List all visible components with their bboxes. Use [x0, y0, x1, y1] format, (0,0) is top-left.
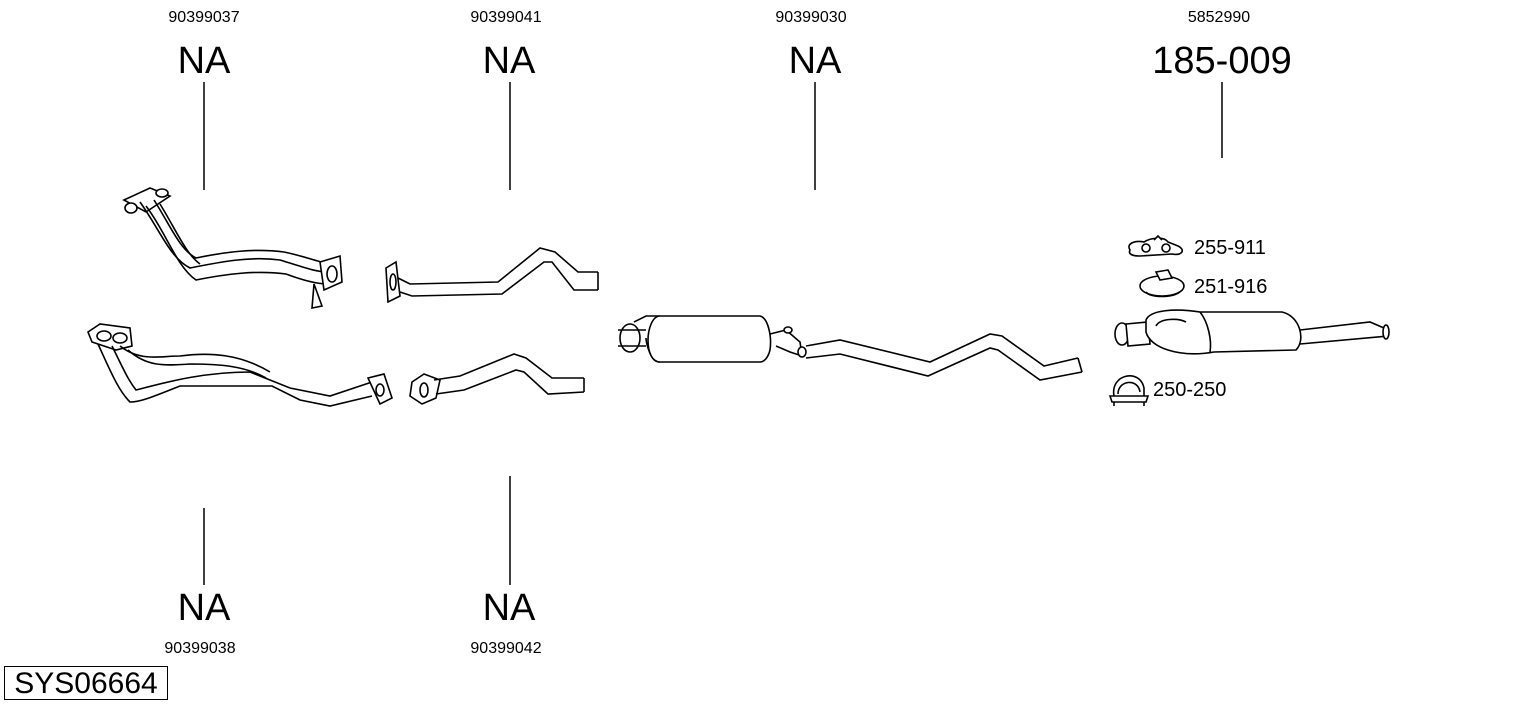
rear-silencer-icon: [1114, 309, 1390, 355]
part-code-p5[interactable]: NA: [177, 587, 231, 629]
pipe-clamp-icon: [1139, 269, 1185, 298]
front-pipe-upper-icon: [122, 187, 343, 309]
part-ref-p1: 90399037: [168, 9, 240, 26]
accessory-label-clamp[interactable]: 251-916: [1194, 276, 1268, 298]
intermediate-pipe-upper-icon: [385, 247, 599, 304]
part-ref-p2: 90399041: [470, 9, 542, 26]
mounting-bracket-icon: [1128, 234, 1184, 257]
part-ref-p4: 5852990: [1187, 9, 1251, 26]
front-pipe-lower-icon: [87, 323, 393, 407]
intermediate-pipe-lower-icon: [409, 353, 585, 405]
part-code-p1[interactable]: NA: [177, 40, 231, 82]
accessory-label-bracket[interactable]: 255-911: [1194, 237, 1266, 259]
part-ref-p3: 90399030: [775, 9, 847, 26]
middle-silencer-icon: [618, 315, 1083, 381]
part-code-p6[interactable]: NA: [482, 587, 536, 629]
u-bolt-clamp-icon: [1108, 375, 1150, 406]
part-code-p4[interactable]: 185-009: [1152, 40, 1292, 82]
part-code-p2[interactable]: NA: [482, 40, 536, 82]
part-ref-p6: 90399042: [470, 640, 542, 657]
part-ref-p5: 90399038: [164, 640, 236, 657]
accessory-label-ubolt[interactable]: 250-250: [1153, 379, 1227, 401]
part-code-p3[interactable]: NA: [788, 40, 842, 82]
system-id-box: SYS06664: [4, 666, 168, 700]
